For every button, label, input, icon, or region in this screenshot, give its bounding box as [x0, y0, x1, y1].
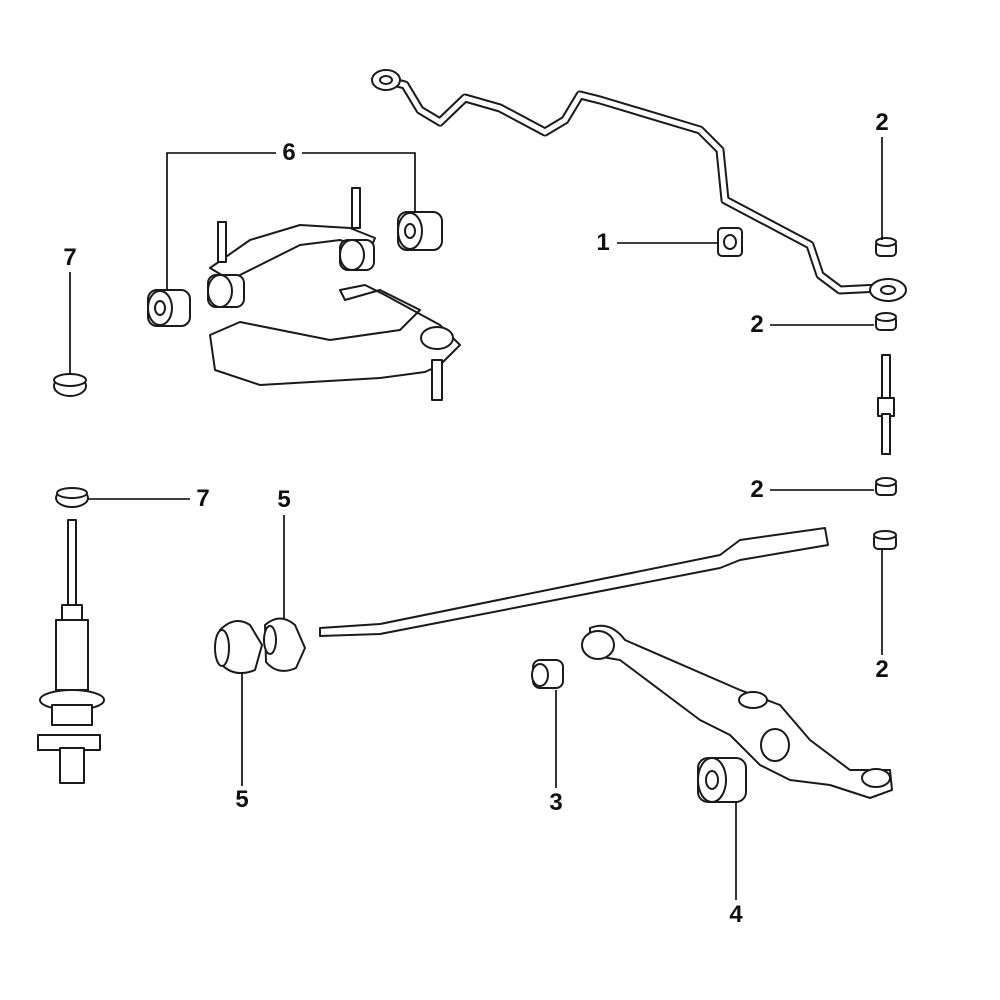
callout-2-bottom: 2 — [875, 656, 889, 683]
callout-1: 1 — [596, 229, 610, 256]
callout-6: 6 — [282, 139, 296, 166]
lower-arm-bushing-part-3 — [531, 659, 564, 689]
shock-absorber — [37, 519, 105, 784]
callout-2-top: 2 — [875, 109, 889, 136]
callout-7-bottom: 7 — [196, 485, 210, 512]
strut-mount-part-7 — [53, 373, 89, 508]
callout-7-top: 7 — [63, 244, 77, 271]
stabilizer-bushing-part-1 — [717, 227, 743, 257]
stabilizer-link-bushings-part-2 — [873, 237, 897, 550]
callout-3: 3 — [549, 789, 563, 816]
upper-control-arm — [207, 187, 461, 401]
lower-arm-bushing-part-4 — [697, 757, 747, 803]
callout-4: 4 — [729, 901, 743, 928]
lower-control-arm — [581, 624, 893, 799]
callout-2-lower: 2 — [750, 476, 764, 503]
upper-arm-bushings-part-6 — [147, 211, 443, 327]
callout-2-upper: 2 — [750, 311, 764, 338]
radius-rod — [319, 527, 829, 637]
leader-lines — [69, 137, 883, 900]
callout-5-bottom: 5 — [235, 786, 249, 813]
radius-rod-bushings-part-5 — [214, 617, 306, 675]
callout-5-top: 5 — [277, 486, 291, 513]
stabilizer-bar — [371, 69, 907, 302]
